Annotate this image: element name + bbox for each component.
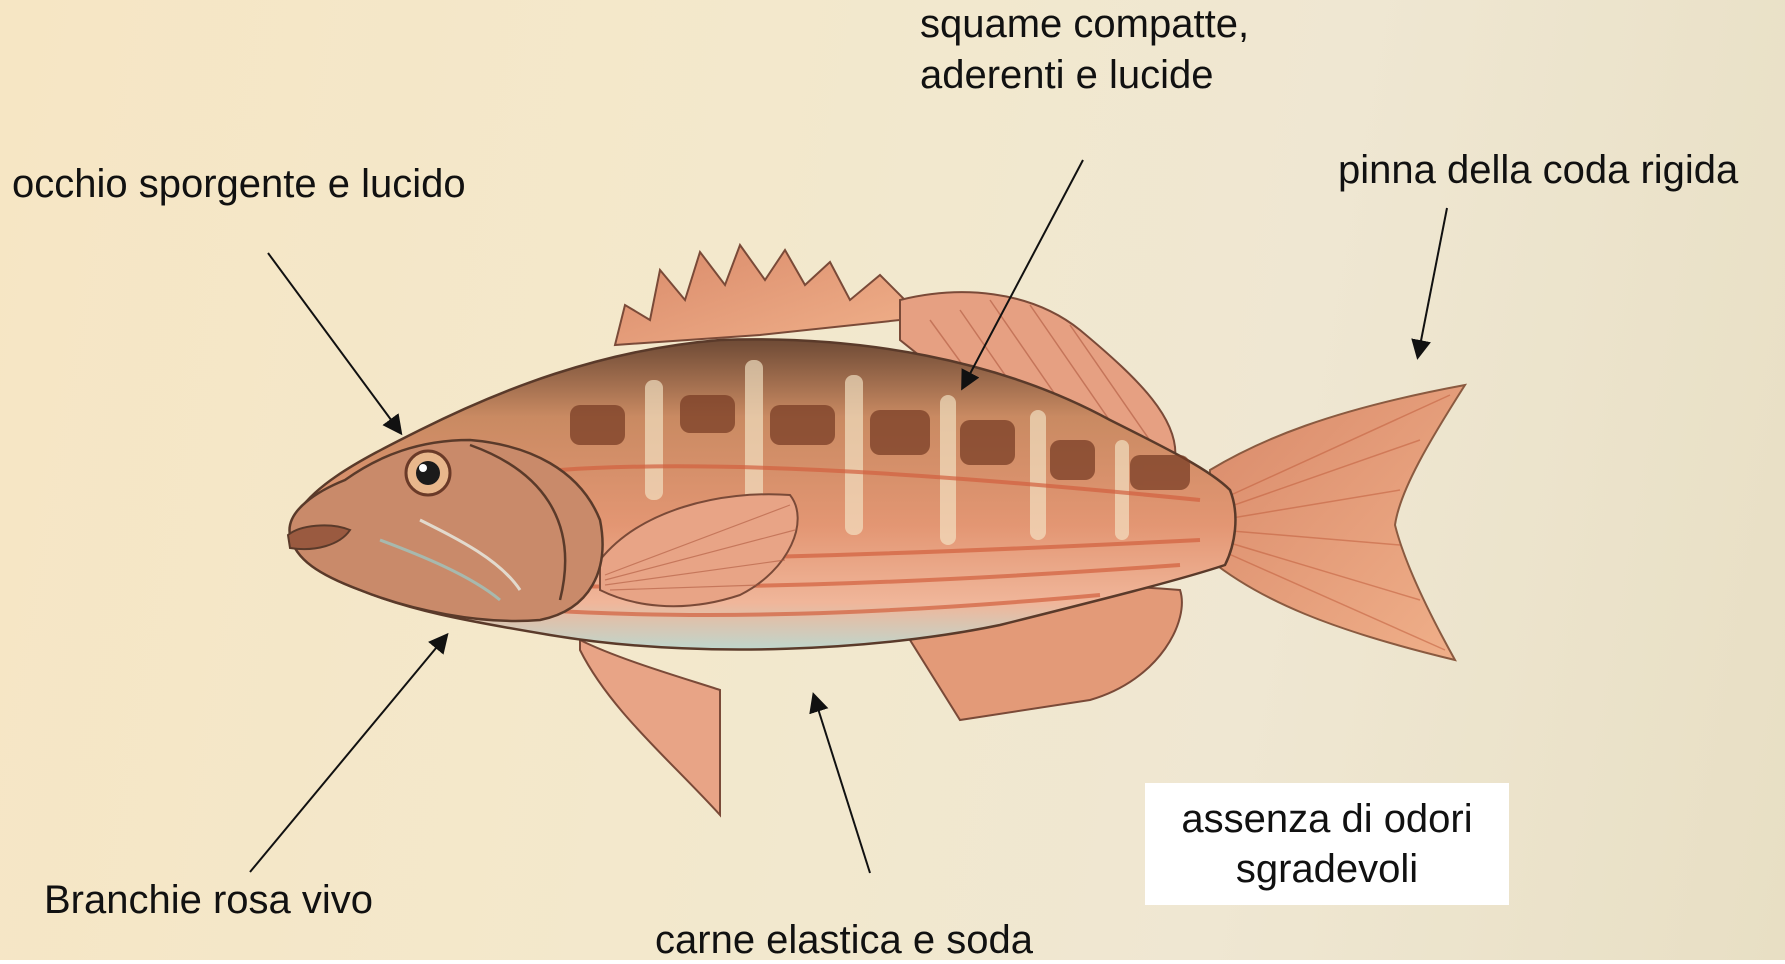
arrow-gills	[250, 636, 446, 872]
tail-fin	[1210, 385, 1465, 660]
gills-label: Branchie rosa vivo	[44, 876, 373, 924]
scales-label-line2: aderenti e lucide	[920, 51, 1214, 99]
odor-callout-box: assenza di odori sgradevoli	[1145, 783, 1509, 905]
flesh-label: carne elastica e soda	[655, 916, 1033, 964]
odor-label-line2: sgradevoli	[1236, 844, 1418, 894]
scales-label-line1: squame compatte,	[920, 0, 1249, 48]
eye-icon	[406, 451, 450, 495]
odor-label-line1: assenza di odori	[1181, 794, 1472, 844]
arrow-flesh	[814, 696, 870, 873]
eye-label: occhio sporgente e lucido	[12, 160, 466, 208]
arrow-eye	[268, 253, 400, 432]
arrow-tail	[1418, 208, 1447, 356]
tail-label: pinna della coda rigida	[1338, 146, 1738, 194]
